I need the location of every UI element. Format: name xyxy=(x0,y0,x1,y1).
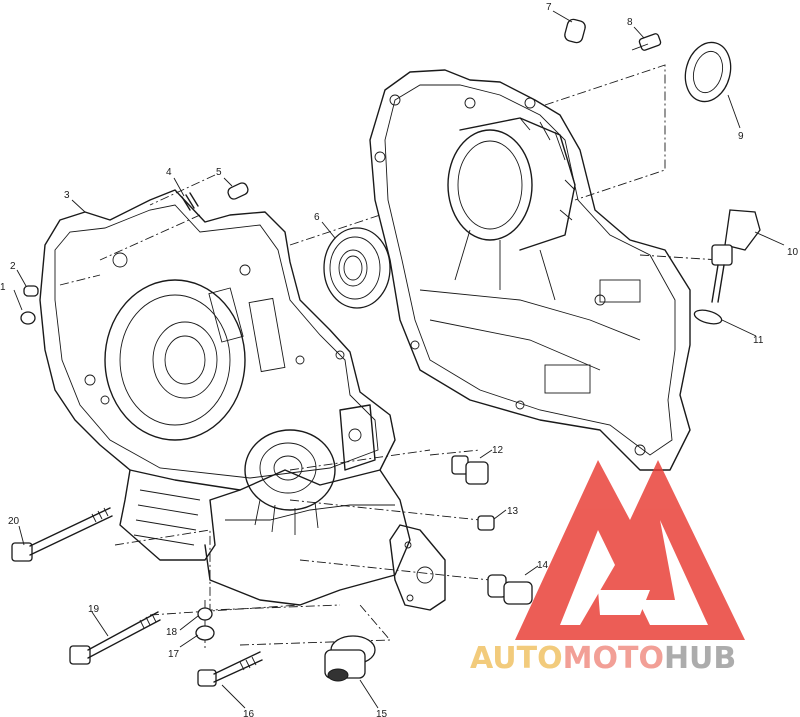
callout-11: 11 xyxy=(753,335,764,346)
callout-17: 17 xyxy=(168,649,180,660)
callout-12: 12 xyxy=(492,445,504,456)
callout-16: 16 xyxy=(243,709,255,717)
watermark-logo-icon xyxy=(515,460,745,640)
callout-6: 6 xyxy=(314,212,320,223)
callout-13: 13 xyxy=(507,506,519,517)
bolt-part-8 xyxy=(631,33,662,51)
leader-lines xyxy=(13,10,785,709)
dipstick-part-10 xyxy=(711,209,761,303)
nut-part-1 xyxy=(20,311,36,325)
spring-part-4 xyxy=(181,192,199,211)
loose-parts xyxy=(11,18,761,687)
watermark-text-hub: HUB xyxy=(664,641,736,676)
plug-part-13 xyxy=(477,515,495,531)
bearing-part-6 xyxy=(323,227,391,309)
callout-5: 5 xyxy=(216,167,222,178)
callout-8: 8 xyxy=(627,17,633,28)
bolt-part-20 xyxy=(11,507,113,562)
dowel-part-5 xyxy=(227,182,249,200)
callout-10: 10 xyxy=(787,247,799,258)
watermark-text-auto: AUTO xyxy=(470,641,563,676)
callout-15: 15 xyxy=(376,709,388,717)
callout-1: 1 xyxy=(0,282,6,293)
bolt-part-19 xyxy=(69,611,161,665)
nut-part-18 xyxy=(197,607,213,621)
callout-9: 9 xyxy=(738,131,744,142)
callout-7: 7 xyxy=(546,2,552,13)
fitting-part-12 xyxy=(451,455,489,485)
watermark-text: AUTOMOTOHUB xyxy=(470,641,736,676)
right-crankcase-half xyxy=(369,69,691,471)
dowel-part-2 xyxy=(23,285,39,297)
dowel-part-7 xyxy=(564,18,586,44)
washer-part-17 xyxy=(195,625,215,641)
left-crankcase-half xyxy=(39,189,446,611)
watermark-text-moto: MOTO xyxy=(563,641,664,676)
seal-part-9 xyxy=(684,41,732,103)
assembly-center-lines xyxy=(59,64,721,650)
callout-20: 20 xyxy=(8,516,20,527)
callout-18: 18 xyxy=(166,627,178,638)
bolt-part-16 xyxy=(197,651,263,687)
drain-plug-part-15 xyxy=(324,635,376,682)
callout-14: 14 xyxy=(537,560,549,571)
o-ring-part-11 xyxy=(693,309,723,325)
callout-3: 3 xyxy=(64,190,70,201)
watermark: AUTOMOTOHUB xyxy=(470,460,745,676)
callout-19: 19 xyxy=(88,604,100,615)
callout-4: 4 xyxy=(166,167,172,178)
switch-part-14 xyxy=(487,574,533,605)
callout-2: 2 xyxy=(10,261,16,272)
